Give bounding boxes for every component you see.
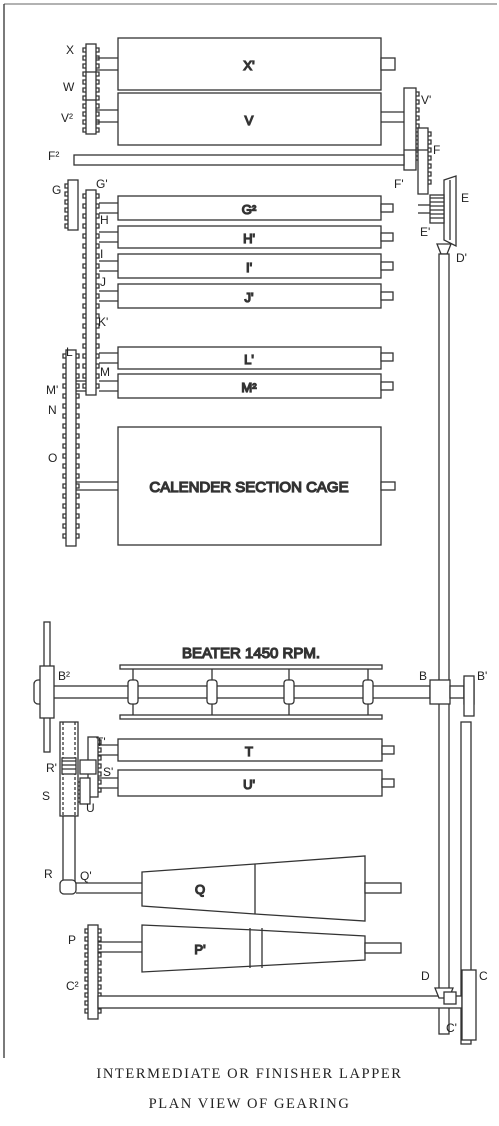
roll-m2 [99, 373, 394, 399]
label-gear-c2: C² [66, 979, 79, 993]
label-gear-s1: S' [103, 765, 113, 779]
label-cone-p1: P' [194, 942, 205, 957]
label-gear-s: S [42, 789, 50, 803]
label-gear-e1: E' [420, 225, 430, 239]
bevel-gear-d1 [436, 243, 452, 255]
label-gear-c1: C' [446, 1021, 457, 1035]
caption-title: INTERMEDIATE OR FINISHER LAPPER [96, 1066, 403, 1082]
label-gear-f: F [433, 143, 440, 157]
label-roll-j1: J' [245, 290, 254, 305]
label-calender-cage: CALENDER SECTION CAGE [149, 479, 348, 496]
label-gear-d1: D' [456, 251, 467, 265]
shaft-r-s [59, 721, 79, 895]
label-gear-c: C [479, 969, 488, 983]
label-gear-u: U [86, 801, 95, 815]
pulley-b2 [39, 621, 55, 753]
label-gear-h: H [100, 213, 109, 227]
label-gear-b1: B' [477, 669, 487, 683]
roll-t [96, 738, 395, 762]
label-gear-l: L [66, 345, 73, 359]
label-gear-i: I [100, 247, 103, 261]
roll-x1 [96, 37, 396, 91]
cone-drum-p1 [98, 924, 402, 973]
gear-column-m1-n-o [62, 349, 86, 547]
label-gear-e: E [461, 191, 469, 205]
label-roll-u1: U' [243, 777, 255, 792]
label-gear-w: W [63, 80, 75, 94]
label-gear-o: O [48, 451, 57, 465]
worm-e1 [418, 194, 445, 224]
label-gear-j: J [100, 275, 106, 289]
label-roll-x1: X' [243, 58, 254, 73]
label-gear-g: G [52, 183, 61, 197]
pulley-b1 [463, 675, 475, 717]
label-roll-l1: L' [244, 352, 254, 367]
vertical-shaft-c [460, 721, 472, 1045]
label-roll-g2: G² [242, 202, 257, 217]
label-gear-m: M [100, 365, 110, 379]
roll-u1 [96, 769, 395, 797]
label-gear-v2: V² [61, 111, 73, 125]
roll-l1 [99, 346, 394, 370]
label-roll-t: T [245, 744, 253, 759]
gear-stack-x-w-v2 [82, 43, 100, 135]
label-gear-b2: B² [58, 669, 70, 683]
roll-j1 [99, 283, 394, 309]
gear-stack-g [64, 179, 100, 396]
label-beater: BEATER 1450 RPM. [182, 645, 320, 662]
label-gear-m1: M' [46, 383, 58, 397]
label-gear-r1: R' [46, 761, 57, 775]
label-gear-q1: Q' [80, 869, 92, 883]
roll-h1 [99, 225, 394, 249]
calender-section-cage [76, 426, 396, 546]
label-cone-q: Q [195, 882, 205, 897]
beater-shaft [33, 679, 475, 705]
beater-cage [119, 664, 383, 720]
vertical-shaft-d [438, 253, 450, 1035]
label-gear-f2: F² [48, 149, 59, 163]
gear-stack-v1-f [403, 87, 432, 195]
bevel-gear-e [443, 175, 457, 248]
caption-subtitle: PLAN VIEW OF GEARING [148, 1096, 351, 1112]
gear-p-c2 [84, 924, 102, 1020]
label-roll-m2: M² [241, 380, 257, 395]
label-gear-k1: K' [98, 315, 108, 329]
label-gear-r: R [44, 867, 53, 881]
roll-v [96, 92, 408, 146]
label-roll-v: V [245, 113, 254, 128]
gear-t1-s1-u [76, 736, 102, 805]
label-gear-n: N [48, 403, 57, 417]
label-gear-g1: G' [96, 177, 108, 191]
label-gear-d: D [421, 969, 430, 983]
label-gear-v1: V' [421, 93, 431, 107]
label-gear-t1: T' [96, 735, 106, 749]
pulley-c [461, 969, 477, 1041]
label-roll-i1: I' [246, 260, 252, 275]
label-gear-x: X [66, 43, 74, 57]
roll-g2 [99, 195, 394, 221]
shaft-f2-f [73, 154, 405, 166]
shaft-c2-c [97, 995, 463, 1009]
label-gear-b: B [419, 669, 427, 683]
roll-i1 [99, 253, 394, 279]
label-gear-f1: F' [394, 177, 404, 191]
label-gear-p: P [68, 933, 76, 947]
cone-drum-q [76, 855, 402, 922]
label-roll-h1: H' [243, 231, 255, 246]
bevel-gear-d [434, 987, 457, 1005]
